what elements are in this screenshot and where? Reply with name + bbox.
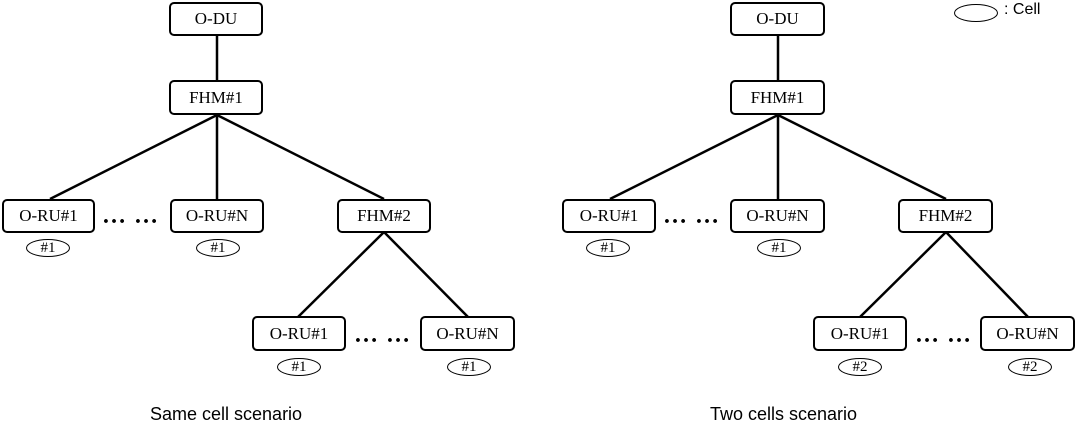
right-ellipsis-lower: … … (915, 322, 972, 348)
link-fhm1-ru1-right (609, 113, 779, 201)
right-fhm1-node: FHM#1 (730, 80, 825, 115)
right-oruN-node: O-RU#N (730, 199, 825, 233)
right-cell-oru1: #1 (586, 239, 630, 257)
legend-cell-label: : Cell (1004, 1, 1041, 18)
link-fhm1-fhm2-left (216, 113, 385, 201)
right-odu-node: O-DU (730, 2, 825, 36)
right-oru1b-node: O-RU#1 (813, 316, 907, 351)
left-fhm1-node: FHM#1 (169, 80, 263, 115)
link-fhm2-ru1b-left (297, 231, 385, 318)
left-oru1-node: O-RU#1 (2, 199, 95, 233)
right-cell-oru1b: #2 (838, 358, 882, 376)
link-fhm1-ru1-left (49, 113, 218, 201)
legend-cell-oval (954, 4, 998, 22)
left-ellipsis-lower: … … (354, 322, 411, 348)
link-fhm2-ruNb-left (383, 231, 469, 318)
left-oruNb-node: O-RU#N (420, 316, 515, 351)
link-fhm2-ruNb-right (945, 231, 1029, 318)
left-cell-oruN: #1 (196, 239, 240, 257)
right-oruNb-node: O-RU#N (980, 316, 1075, 351)
right-fhm2-node: FHM#2 (898, 199, 993, 233)
right-caption: Two cells scenario (710, 404, 858, 422)
link-fhm2-ru1b-right (859, 231, 947, 318)
right-cell-oruN: #1 (757, 239, 801, 257)
left-cell-oru1: #1 (26, 239, 70, 257)
link-fhm1-fhm2-right (777, 113, 947, 201)
left-caption: Same cell scenario (150, 404, 303, 422)
right-ellipsis-upper: … … (663, 203, 720, 229)
left-cell-oru1b: #1 (277, 358, 321, 376)
left-oruN-node: O-RU#N (170, 199, 264, 233)
left-ellipsis-upper: … … (102, 203, 159, 229)
left-cell-oruNb: #1 (447, 358, 491, 376)
right-oru1-node: O-RU#1 (562, 199, 656, 233)
left-fhm2-node: FHM#2 (337, 199, 431, 233)
left-oru1b-node: O-RU#1 (252, 316, 346, 351)
left-odu-node: O-DU (169, 2, 263, 36)
right-cell-oruNb: #2 (1008, 358, 1052, 376)
